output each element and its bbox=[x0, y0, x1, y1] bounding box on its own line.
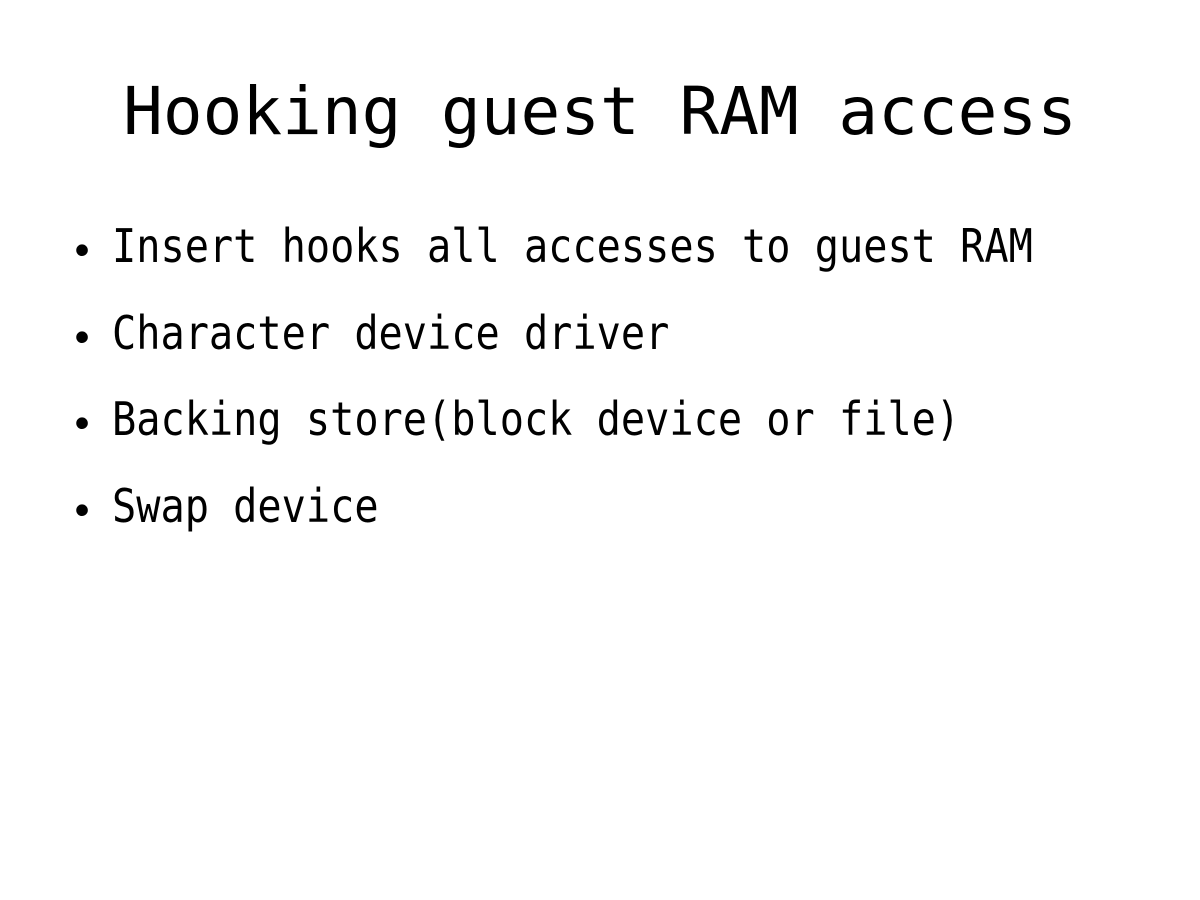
slide-title: Hooking guest RAM access bbox=[123, 73, 1077, 150]
bullet-text: Character device driver bbox=[112, 305, 670, 360]
bullet-icon: • bbox=[70, 488, 95, 535]
bullet-text: Swap device bbox=[112, 478, 379, 533]
bullet-icon: • bbox=[70, 315, 95, 362]
bullet-text: Backing store(block device or file) bbox=[112, 392, 961, 446]
bullet-icon: • bbox=[70, 402, 95, 448]
bullet-icon: • bbox=[70, 229, 95, 275]
bullet-text: Insert hooks all accesses to guest RAM bbox=[112, 219, 1033, 273]
